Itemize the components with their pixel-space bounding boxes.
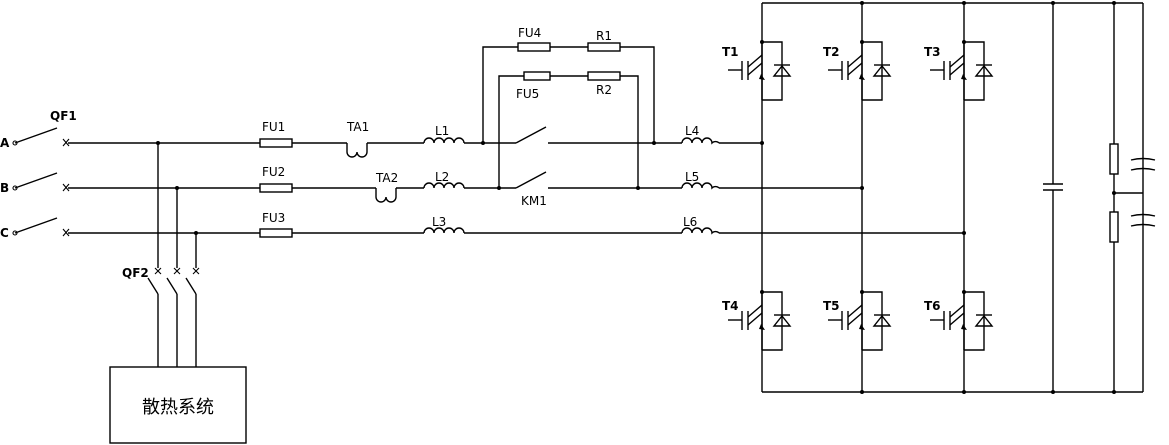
ta1-label: TA1: [346, 120, 369, 134]
igbt-t4: [727, 290, 791, 351]
ta2-transformer: [375, 188, 397, 203]
t6-label: T6: [924, 299, 941, 313]
l2-label: L2: [435, 170, 449, 184]
t1-label: T1: [722, 45, 739, 59]
phase-a-input: A: [0, 127, 70, 150]
ta1-transformer: [346, 143, 368, 158]
t3-label: T3: [924, 45, 941, 59]
qf1-label: QF1: [50, 109, 77, 123]
l4-label: L4: [685, 124, 699, 138]
fu1-fuse: [259, 138, 293, 148]
fu2-label: FU2: [262, 165, 285, 179]
igbt-t3: [929, 40, 993, 101]
l3-inductor: [423, 227, 465, 234]
km1-contact-a: [515, 126, 547, 144]
fu5-fuse: [523, 71, 551, 81]
km1-contact-b: [515, 171, 547, 189]
igbt-t2: [827, 40, 891, 101]
fu5-label: FU5: [516, 87, 539, 101]
l6-inductor: [681, 227, 720, 235]
fu3-label: FU3: [262, 211, 285, 225]
phase-b-label: B: [0, 181, 9, 195]
phase-a-line: [68, 126, 764, 158]
km1-label: KM1: [521, 194, 547, 208]
precharge-branch-2: [497, 71, 640, 190]
fu2-fuse: [259, 183, 293, 193]
t5-label: T5: [823, 299, 840, 313]
fu4-label: FU4: [518, 26, 541, 40]
igbt-t5: [827, 290, 891, 351]
dc-link-capacitor: [1043, 3, 1063, 392]
phase-a-label: A: [0, 136, 10, 150]
l2-inductor: [423, 182, 465, 189]
bridge-rails: [761, 1, 1144, 394]
precharge-branch-1: [481, 42, 656, 145]
ta2-label: TA2: [375, 171, 398, 185]
phase-c-line: [68, 227, 966, 238]
qf2-label: QF2: [122, 266, 149, 280]
igbt-t6: [929, 290, 993, 351]
fu1-label: FU1: [262, 120, 285, 134]
l5-label: L5: [685, 170, 699, 184]
l6-label: L6: [683, 215, 697, 229]
fu3-fuse: [259, 228, 293, 238]
r2-resistor: [587, 71, 621, 81]
l1-label: L1: [435, 124, 449, 138]
fu4-fuse: [517, 42, 551, 52]
r1-resistor: [587, 42, 621, 52]
phase-c-input: C: [0, 217, 70, 240]
cooling-feed: [147, 141, 200, 367]
igbt-t1: [727, 40, 791, 101]
balance-resistor-bottom: [1109, 211, 1119, 243]
cooling-system-label: 散热系统: [142, 397, 214, 418]
r1-label: R1: [596, 29, 612, 43]
balance-resistor-top: [1109, 143, 1119, 175]
balancing-network: [1109, 3, 1156, 392]
l1-inductor: [423, 137, 465, 144]
phase-c-label: C: [0, 226, 9, 240]
phase-b-input: B: [0, 172, 70, 195]
cooling-system-box: [109, 366, 247, 444]
l5-inductor: [681, 182, 720, 190]
l4-inductor: [681, 137, 720, 145]
t2-label: T2: [823, 45, 840, 59]
r2-label: R2: [596, 83, 612, 97]
phase-b-line: [68, 171, 864, 203]
t4-label: T4: [722, 299, 739, 313]
l3-label: L3: [432, 215, 446, 229]
